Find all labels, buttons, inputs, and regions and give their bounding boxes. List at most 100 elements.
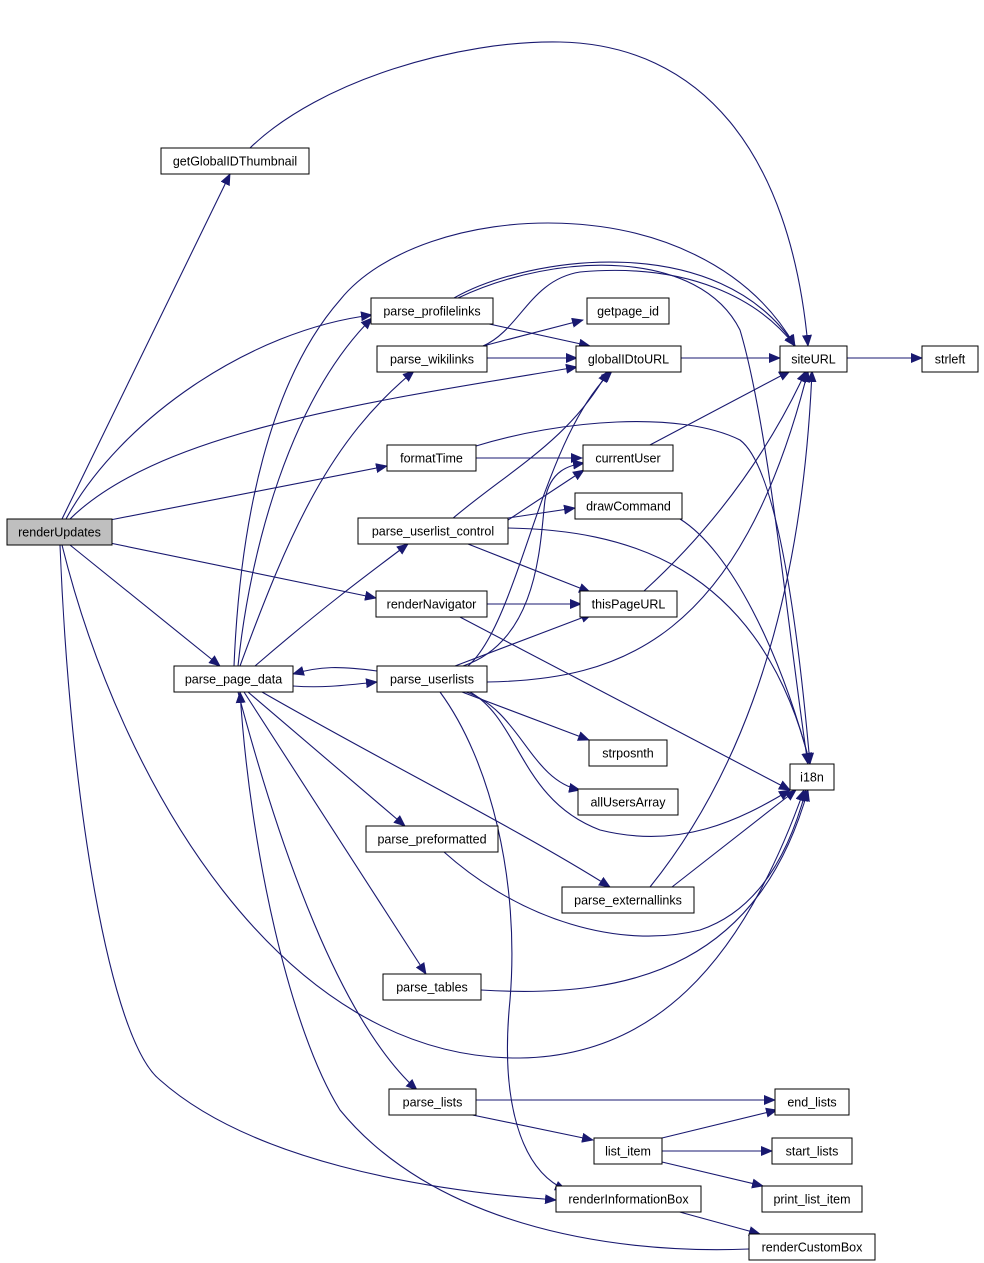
node-parse_userlists[interactable]: parse_userlists xyxy=(376,665,488,693)
edge-parse_userlist_control-i18n xyxy=(507,527,813,765)
node-parse_preformatted[interactable]: parse_preformatted xyxy=(365,825,499,853)
node-strposnth[interactable]: strposnth xyxy=(588,739,668,767)
edge-currentUser-siteURL xyxy=(647,370,791,447)
node-drawCommand[interactable]: drawCommand xyxy=(574,492,683,520)
node-label: i18n xyxy=(800,771,824,785)
edge-list_item-end_lists xyxy=(661,1107,778,1139)
node-label: end_lists xyxy=(787,1096,836,1110)
node-label: parse_userlists xyxy=(390,673,474,687)
edge-parse_externallinks-siteURL xyxy=(649,370,817,888)
edge-parse_userlist_control-drawCommand xyxy=(507,504,576,519)
node-label: parse_wikilinks xyxy=(390,353,474,367)
node-label: getpage_id xyxy=(597,305,659,319)
node-getpage_id[interactable]: getpage_id xyxy=(586,297,670,325)
edge-formatTime-i18n xyxy=(475,421,815,765)
edge-parse_lists-list_item xyxy=(457,1111,594,1143)
node-label: renderCustomBox xyxy=(762,1241,863,1255)
edge-renderCustomBox-parse_page_data xyxy=(235,691,750,1251)
node-label: formatTime xyxy=(400,452,463,466)
node-start_lists[interactable]: start_lists xyxy=(771,1137,853,1165)
node-label: strleft xyxy=(935,353,966,367)
edge-parse_profilelinks-siteURL xyxy=(453,261,796,347)
node-parse_externallinks[interactable]: parse_externallinks xyxy=(561,886,695,914)
node-currentUser[interactable]: currentUser xyxy=(582,444,674,472)
edge-drawCommand-i18n xyxy=(679,518,813,765)
node-parse_tables[interactable]: parse_tables xyxy=(382,973,482,1001)
call-edges xyxy=(59,41,923,1251)
edge-parse_page_data-parse_userlists xyxy=(292,678,378,689)
edge-parse_userlists-siteURL xyxy=(486,370,811,683)
edge-parse_profilelinks-globalIDtoURL xyxy=(479,321,591,349)
edge-renderNavigator-i18n xyxy=(457,615,791,791)
node-siteURL[interactable]: siteURL xyxy=(779,345,848,373)
node-renderUpdates[interactable]: renderUpdates xyxy=(6,518,113,546)
node-list_item[interactable]: list_item xyxy=(593,1137,663,1165)
node-allUsersArray[interactable]: allUsersArray xyxy=(577,788,679,816)
edge-parse_userlists-renderInformationBox xyxy=(439,691,567,1191)
node-label: renderNavigator xyxy=(387,598,477,612)
node-renderCustomBox[interactable]: renderCustomBox xyxy=(748,1233,876,1261)
edge-parse_profilelinks-i18n xyxy=(457,264,812,765)
node-label: parse_userlist_control xyxy=(372,525,494,539)
edge-parse_page_data-parse_preformatted xyxy=(247,691,406,827)
edge-parse_userlists-globalIDtoURL xyxy=(467,370,613,667)
node-label: parse_profilelinks xyxy=(383,305,480,319)
edge-renderUpdates-renderInformationBox xyxy=(59,544,557,1205)
edge-renderUpdates-i18n xyxy=(61,544,806,1059)
edge-parse_page_data-parse_tables xyxy=(243,691,427,975)
edge-parse_page_data-parse_profilelinks xyxy=(237,317,373,667)
node-formatTime[interactable]: formatTime xyxy=(386,444,477,472)
node-thisPageURL[interactable]: thisPageURL xyxy=(579,590,678,618)
edge-list_item-print_list_item xyxy=(661,1161,764,1189)
node-label: start_lists xyxy=(786,1145,839,1159)
node-label: parse_tables xyxy=(396,981,468,995)
node-end_lists[interactable]: end_lists xyxy=(774,1088,850,1116)
node-label: list_item xyxy=(605,1145,651,1159)
node-label: renderInformationBox xyxy=(568,1193,689,1207)
edge-getGlobalIDThumbnail-siteURL xyxy=(249,41,812,347)
node-label: parse_externallinks xyxy=(574,894,682,908)
function-nodes: renderUpdates getGlobalIDThumbnail parse… xyxy=(6,147,979,1261)
node-parse_page_data[interactable]: parse_page_data xyxy=(173,665,294,693)
node-parse_wikilinks[interactable]: parse_wikilinks xyxy=(376,345,488,373)
edge-parse_page_data-siteURL xyxy=(233,222,796,667)
node-parse_userlist_control[interactable]: parse_userlist_control xyxy=(357,517,509,545)
node-parse_lists[interactable]: parse_lists xyxy=(388,1088,477,1116)
edge-parse_tables-i18n xyxy=(480,789,810,992)
edge-renderUpdates-formatTime xyxy=(109,463,388,521)
node-label: globalIDtoURL xyxy=(588,353,669,367)
node-label: print_list_item xyxy=(773,1193,850,1207)
node-label: renderUpdates xyxy=(18,526,101,540)
edge-parse_preformatted-i18n xyxy=(443,789,808,937)
edge-parse_userlist_control-thisPageURL xyxy=(467,543,591,593)
edge-parse_userlist_control-globalIDtoURL xyxy=(451,370,609,520)
node-print_list_item[interactable]: print_list_item xyxy=(761,1185,863,1213)
node-label: allUsersArray xyxy=(590,796,666,810)
node-label: siteURL xyxy=(791,353,836,367)
node-label: getGlobalIDThumbnail xyxy=(173,155,297,169)
node-i18n[interactable]: i18n xyxy=(789,763,835,791)
edge-parse_page_data-parse_lists xyxy=(237,691,418,1091)
edge-thisPageURL-siteURL xyxy=(643,370,807,592)
node-label: parse_lists xyxy=(403,1096,463,1110)
node-strleft[interactable]: strleft xyxy=(921,345,979,373)
node-renderNavigator[interactable]: renderNavigator xyxy=(375,590,488,618)
edge-renderInformationBox-renderCustomBox xyxy=(675,1210,761,1236)
edge-parse_externallinks-i18n xyxy=(671,789,797,888)
node-label: drawCommand xyxy=(586,500,671,514)
node-renderInformationBox[interactable]: renderInformationBox xyxy=(555,1185,702,1213)
edge-parse_userlists-allUsersArray xyxy=(465,691,581,793)
node-label: parse_preformatted xyxy=(377,833,486,847)
node-parse_profilelinks[interactable]: parse_profilelinks xyxy=(370,297,494,325)
node-globalIDtoURL[interactable]: globalIDtoURL xyxy=(575,345,682,373)
edge-renderUpdates-globalIDtoURL xyxy=(69,363,578,520)
edge-parse_userlists-parse_page_data xyxy=(292,666,378,676)
node-label: parse_page_data xyxy=(185,673,282,687)
edge-renderUpdates-getGlobalIDThumbnail xyxy=(61,173,231,520)
node-getGlobalIDThumbnail[interactable]: getGlobalIDThumbnail xyxy=(160,147,310,175)
node-label: thisPageURL xyxy=(592,598,666,612)
edge-renderUpdates-parse_page_data xyxy=(69,544,221,667)
edge-parse_page_data-parse_userlist_control xyxy=(254,543,409,667)
edge-parse_page_data-parse_externallinks xyxy=(261,691,611,888)
